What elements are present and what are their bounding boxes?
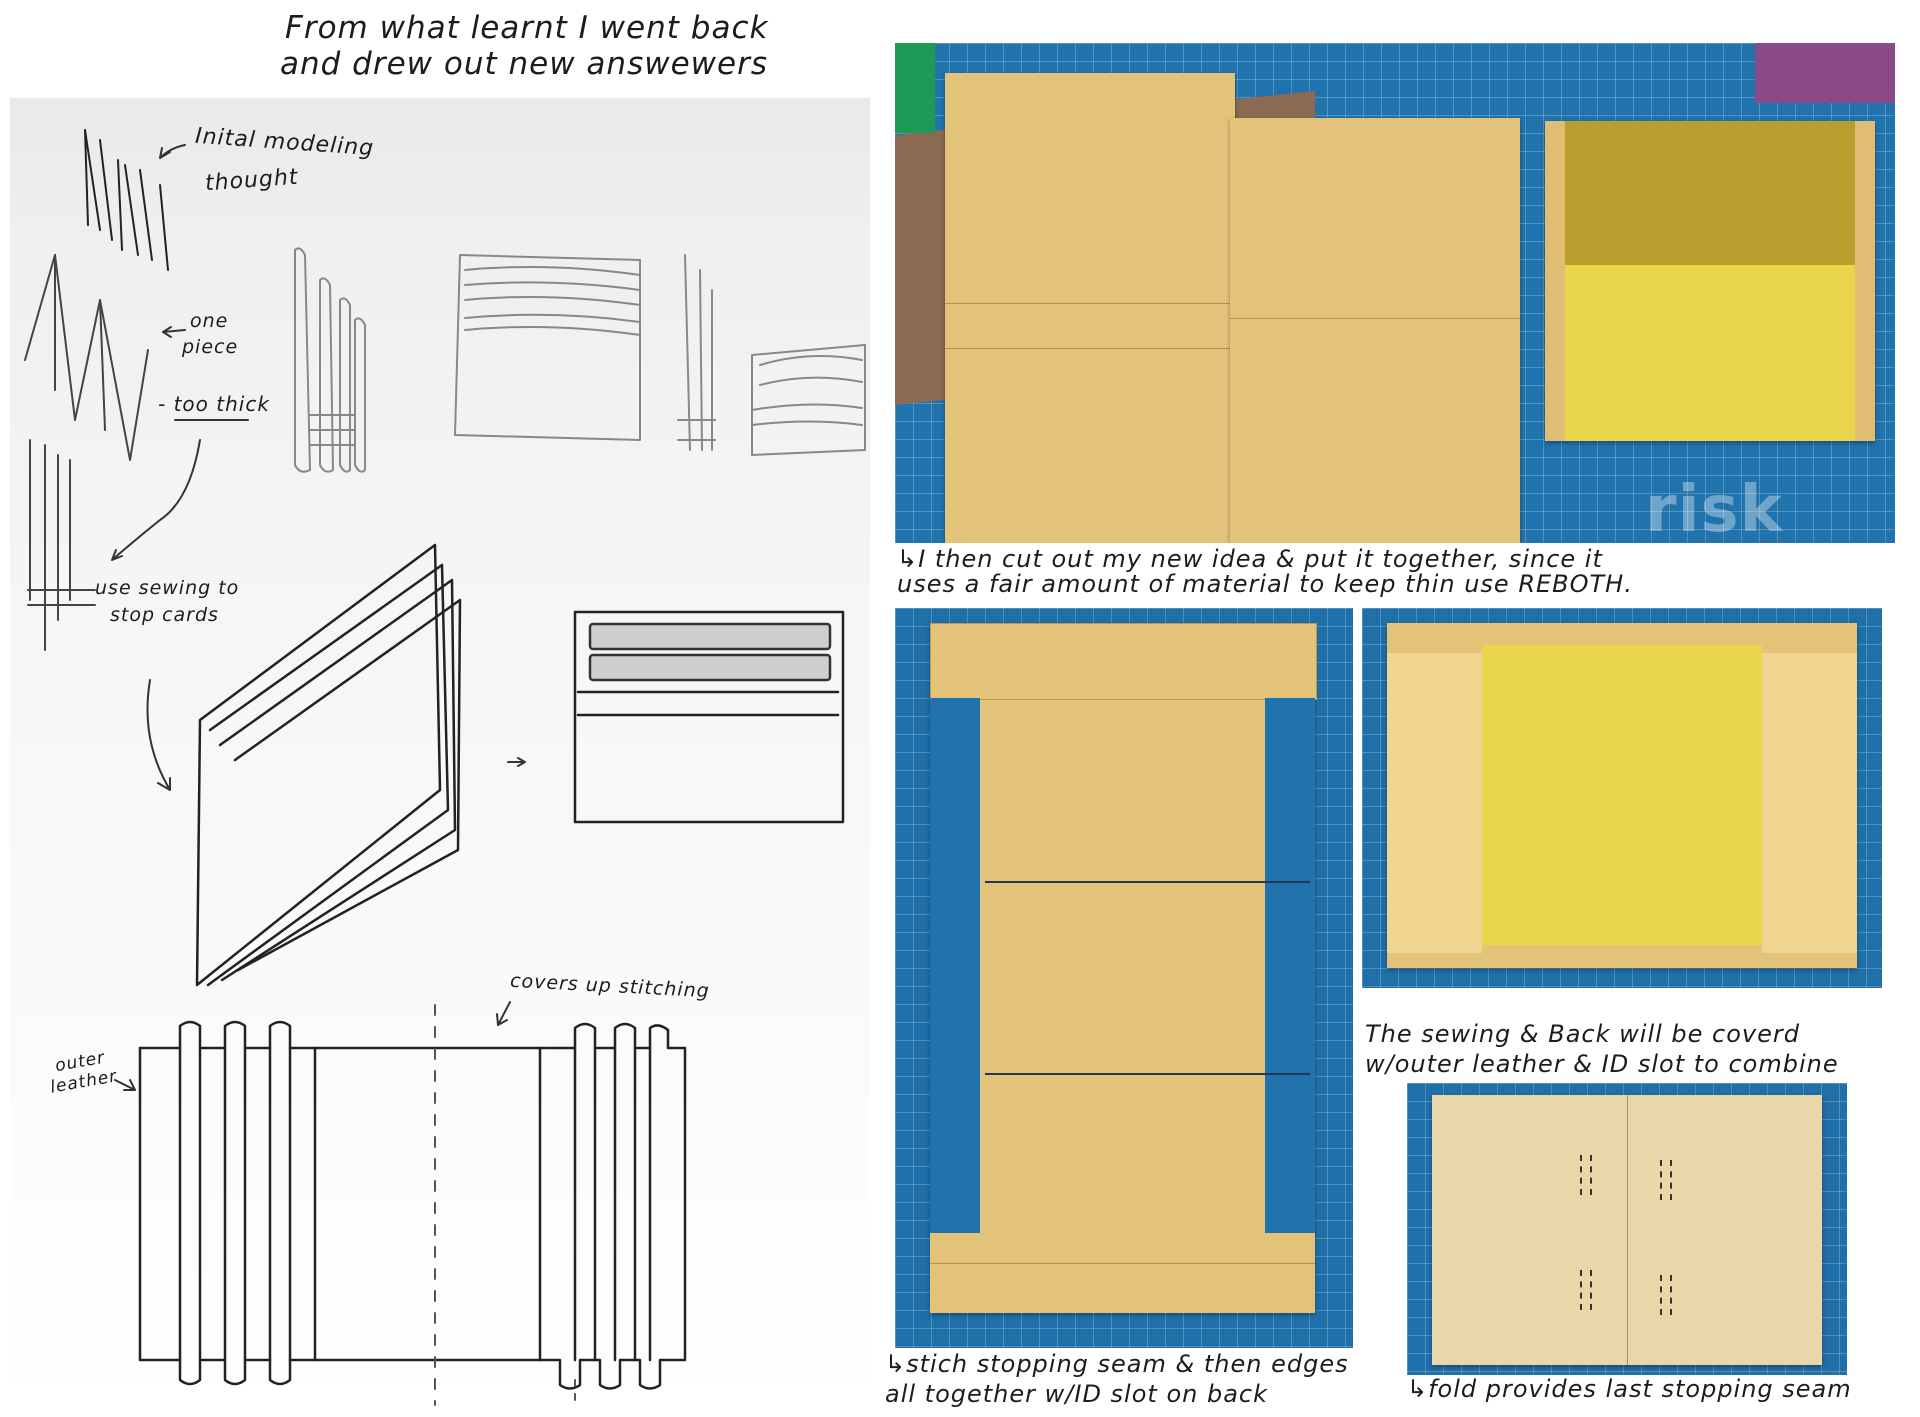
prototype-card-2 [1230, 118, 1520, 543]
arrow-curve [146, 679, 171, 791]
mat-print-text: risk [1645, 473, 1784, 543]
stitched-card [930, 623, 1317, 1313]
green-strip [895, 43, 935, 133]
note-one: one [190, 310, 229, 332]
purple-strip [1755, 43, 1895, 103]
stacked-cards-3d [195, 543, 462, 987]
arrow-initial [159, 144, 186, 159]
card-stack-sketch [27, 439, 96, 651]
note-too-thick: - too thick [158, 392, 270, 416]
arrow-use-sewing [111, 439, 201, 561]
prototype-card-3 [1545, 121, 1875, 441]
photo-folded [1407, 1083, 1847, 1375]
caption-photo1-line1: ↳I then cut out my new idea & put it tog… [897, 545, 1603, 573]
arrow-covers [496, 1001, 511, 1026]
pencil-sketch-folds [294, 247, 366, 473]
pencil-sketch-wallet [454, 254, 641, 441]
zigzag-sketch-1 [84, 129, 169, 271]
photo-assembled [1362, 608, 1882, 988]
photo-prototypes: risk [895, 43, 1895, 543]
assembled-wallet [1387, 623, 1857, 968]
caption-photo3-line2: w/outer leather & ID slot to combine [1365, 1050, 1839, 1078]
zigzag-sketch-2 [24, 254, 149, 461]
flat-pattern-sketch [138, 1020, 687, 1390]
photo-stitched [895, 608, 1353, 1348]
prototype-card-1 [945, 73, 1235, 543]
stitch-seam-1 [985, 881, 1310, 883]
folded-wallet [1432, 1095, 1822, 1365]
stitch-seam-2 [985, 1073, 1310, 1075]
caption-photo2-line2: all together w/ID slot on back [885, 1380, 1269, 1408]
pencil-sketch-stack [751, 344, 866, 456]
pencil-sketch-side [677, 254, 716, 451]
caption-photo2-line1: ↳stich stopping seam & then edges [885, 1350, 1349, 1378]
arrow-outer [114, 1079, 136, 1091]
arrow-small [507, 757, 526, 767]
wallet-front-sketch [573, 610, 845, 824]
arrow-one-piece [162, 326, 186, 338]
stitch-marks [1580, 1155, 1592, 1195]
header-line-1: From what learnt I went back [285, 10, 769, 46]
caption-photo4-line1: ↳fold provides last stopping seam [1407, 1375, 1852, 1403]
note-use-sewing: use sewing to [95, 577, 240, 599]
caption-photo1-line2: uses a fair amount of material to keep t… [897, 570, 1633, 598]
note-stop-cards: stop cards [110, 604, 219, 626]
caption-photo3-line1: The sewing & Back will be coverd [1365, 1020, 1800, 1048]
note-piece: piece [182, 336, 239, 358]
header-line-2: and drew out new answewers [280, 46, 768, 82]
